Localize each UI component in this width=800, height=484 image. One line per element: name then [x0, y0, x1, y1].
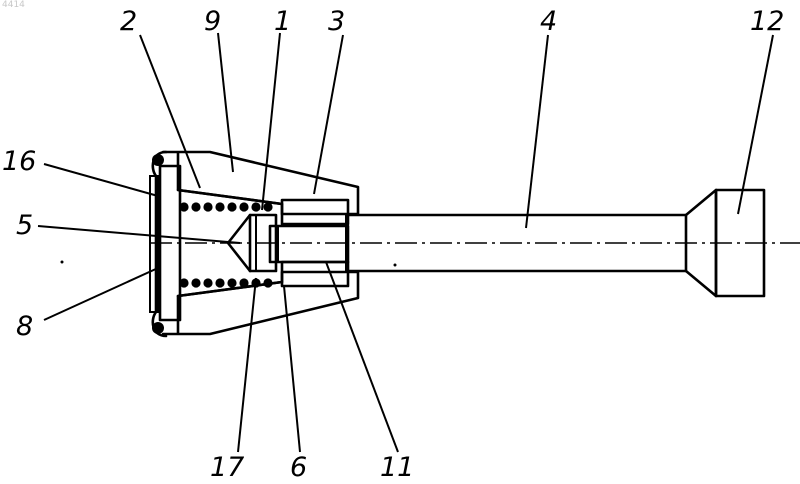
label-17: 17 — [210, 452, 244, 483]
label-6: 6 — [290, 452, 307, 483]
label-5: 5 — [16, 210, 33, 241]
label-1: 1 — [274, 6, 291, 37]
label-2: 2 — [120, 6, 137, 37]
sleeve-part-11 — [270, 226, 348, 262]
label-8: 8 — [16, 311, 33, 342]
label-3: 3 — [328, 6, 345, 37]
end-cover-part-8 — [153, 152, 180, 336]
label-4: 4 — [540, 6, 557, 37]
label-12: 12 — [750, 6, 784, 37]
seal-ring-part-16 — [150, 154, 164, 334]
label-9: 9 — [204, 6, 221, 37]
label-16: 16 — [2, 146, 36, 177]
label-11: 11 — [380, 452, 414, 483]
